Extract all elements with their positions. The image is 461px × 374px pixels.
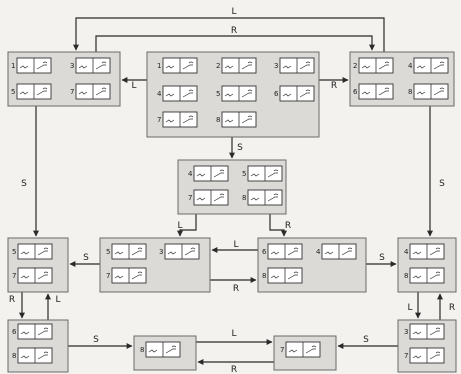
edge-label-bot_S_left: S <box>93 335 99 345</box>
edge-label-top_L: L <box>231 7 236 17</box>
state-card: 1 <box>157 58 197 73</box>
state-number: 6 <box>262 248 267 256</box>
state-number: 7 <box>157 116 161 124</box>
state-card: 3 <box>70 58 110 73</box>
edge-label-mid_S_right: S <box>379 253 385 263</box>
state-number: 4 <box>188 170 193 178</box>
state-card: 5 <box>11 84 51 99</box>
state-number: 3 <box>274 62 278 70</box>
state-number: 4 <box>316 248 321 256</box>
edge-label-mid_L_between: L <box>233 240 238 250</box>
state-number: 7 <box>12 272 16 280</box>
state-card: 8 <box>12 348 52 363</box>
state-card: 4 <box>316 244 356 259</box>
state-card: 7 <box>188 190 228 205</box>
edge-mid-R <box>270 214 284 236</box>
state-number: 5 <box>106 248 110 256</box>
edge-label-bl_R: R <box>9 295 15 305</box>
state-number: 4 <box>408 62 413 70</box>
state-number: 4 <box>157 90 162 98</box>
state-number: 8 <box>262 272 266 280</box>
state-number: 8 <box>12 352 16 360</box>
state-card: 3 <box>404 324 444 339</box>
state-card: 7 <box>106 268 146 283</box>
state-card: 6 <box>353 84 393 99</box>
state-number: 7 <box>280 346 284 354</box>
state-card: 5 <box>106 244 146 259</box>
state-card: 8 <box>140 342 180 357</box>
state-number: 5 <box>242 170 246 178</box>
state-number: 8 <box>242 194 246 202</box>
state-number: 8 <box>404 272 408 280</box>
state-card: 6 <box>12 324 52 339</box>
edge-label-bot_R: R <box>231 365 237 374</box>
state-number: 6 <box>12 328 17 336</box>
state-card: 7 <box>12 268 52 283</box>
edge-label-br_L: L <box>407 303 412 313</box>
state-number: 2 <box>216 62 220 70</box>
state-card: 7 <box>70 84 110 99</box>
state-card: 6 <box>274 86 314 101</box>
state-card: 7 <box>280 342 320 357</box>
state-card: 8 <box>216 112 256 127</box>
edge-label-mid_R_right: R <box>285 221 291 231</box>
state-number: 8 <box>140 346 144 354</box>
edge-label-bot_S_right: S <box>363 335 369 345</box>
edge-label-left_S: S <box>21 179 27 189</box>
state-card: 4 <box>188 166 228 181</box>
state-card: 2 <box>216 58 256 73</box>
state-number: 3 <box>404 328 408 336</box>
edge-label-mid_S_left: S <box>83 253 89 263</box>
edge-label-mid_R_between: R <box>233 284 239 294</box>
state-card: 4 <box>408 58 448 73</box>
state-card: 6 <box>262 244 302 259</box>
state-number: 5 <box>11 88 15 96</box>
state-number: 8 <box>408 88 412 96</box>
state-card: 4 <box>404 244 444 259</box>
state-number: 6 <box>274 90 279 98</box>
state-number: 4 <box>404 248 409 256</box>
state-number: 5 <box>12 248 16 256</box>
state-number: 3 <box>70 62 74 70</box>
edge-label-right_S: S <box>439 179 445 189</box>
edge-top-R <box>96 36 372 52</box>
state-card: 8 <box>242 190 282 205</box>
state-number: 7 <box>404 352 408 360</box>
edge-label-big_L: L <box>131 81 136 91</box>
state-number: 7 <box>106 272 110 280</box>
state-card: 5 <box>242 166 282 181</box>
state-card: 5 <box>216 86 256 101</box>
state-card: 8 <box>262 268 302 283</box>
state-card: 7 <box>157 112 197 127</box>
state-number: 2 <box>353 62 357 70</box>
edge-label-br_R: R <box>449 303 455 313</box>
state-number: 6 <box>353 88 358 96</box>
state-card: 8 <box>404 268 444 283</box>
state-card: 2 <box>353 58 393 73</box>
state-card: 8 <box>408 84 448 99</box>
state-card: 1 <box>11 58 51 73</box>
state-card: 5 <box>12 244 52 259</box>
edge-label-bl_L: L <box>55 295 60 305</box>
state-card: 3 <box>274 58 314 73</box>
state-card: 7 <box>404 348 444 363</box>
state-number: 8 <box>216 116 220 124</box>
state-number: 5 <box>216 90 220 98</box>
state-number: 7 <box>188 194 192 202</box>
edge-label-mid_L_left: L <box>177 221 182 231</box>
state-card: 4 <box>157 86 197 101</box>
edge-label-bot_L: L <box>231 329 236 339</box>
state-card: 3 <box>159 244 199 259</box>
state-number: 1 <box>157 62 161 70</box>
edge-label-top_R: R <box>231 26 237 36</box>
state-number: 1 <box>11 62 15 70</box>
state-number: 3 <box>159 248 163 256</box>
edge-label-big_S: S <box>237 143 243 153</box>
state-number: 7 <box>70 88 74 96</box>
edge-label-big_R: R <box>331 81 337 91</box>
